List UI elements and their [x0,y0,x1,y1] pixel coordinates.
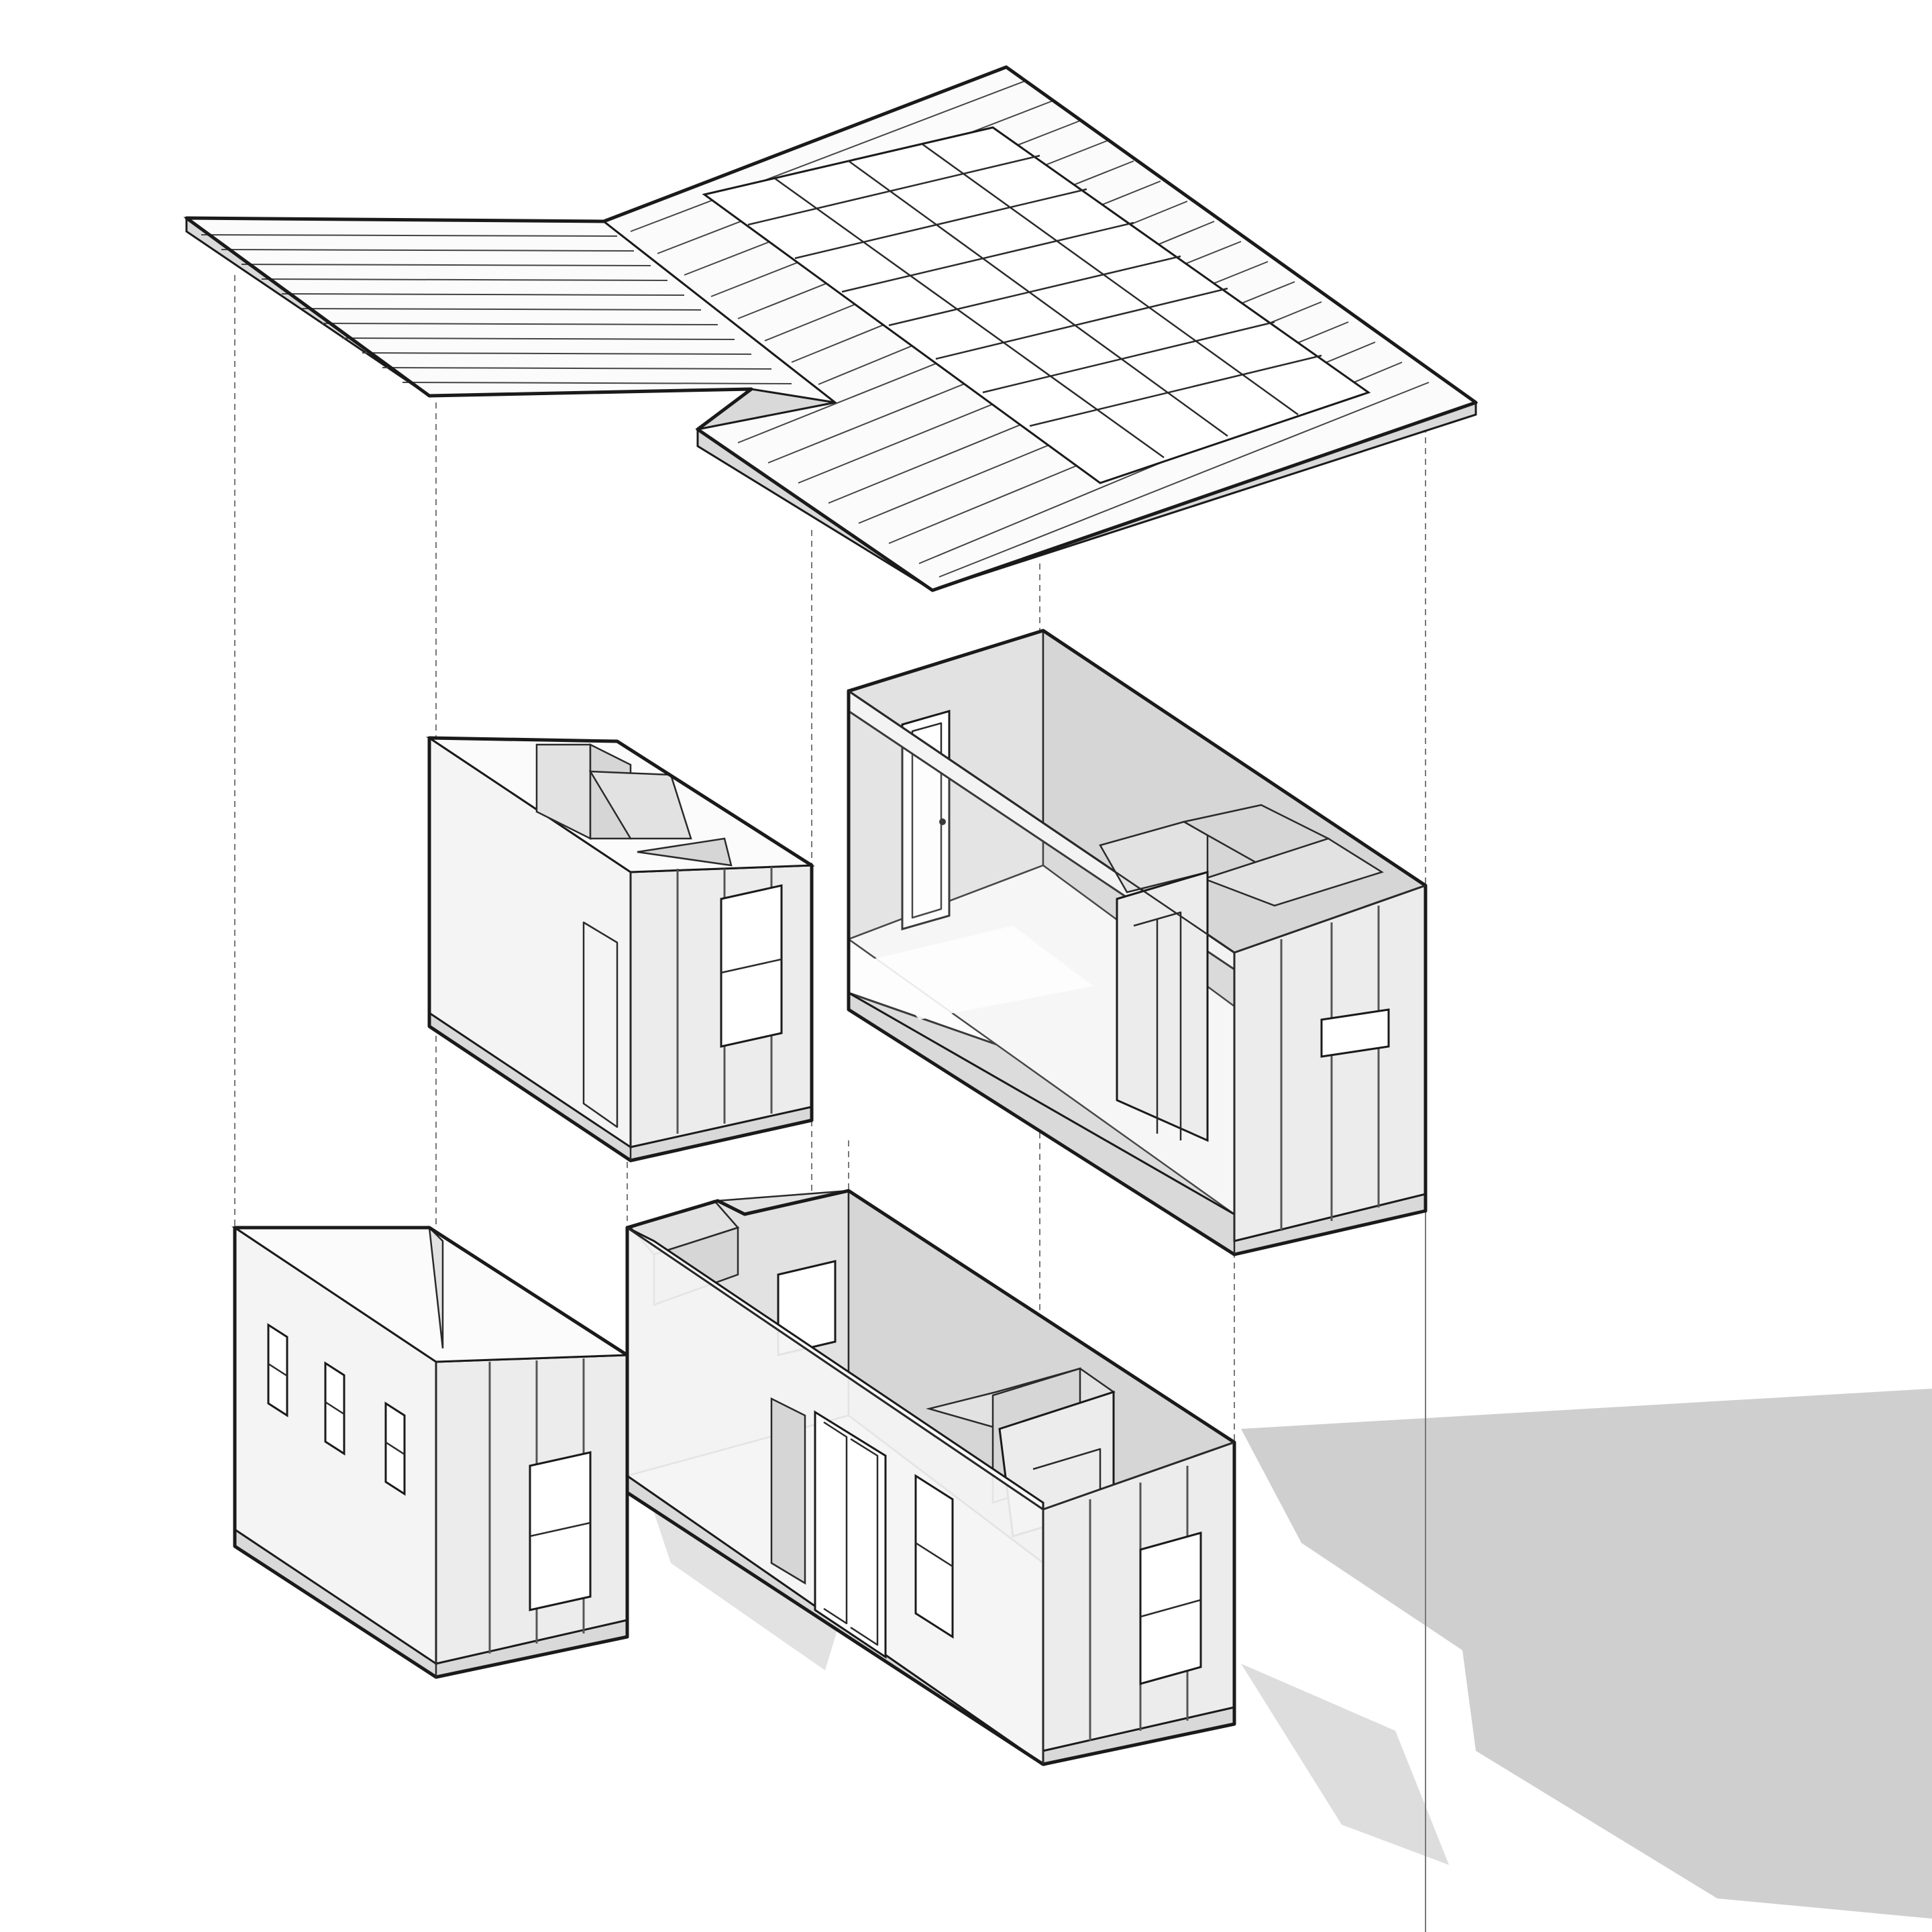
solar-panel-array [702,126,1371,484]
lower-module-left [231,1225,631,1679]
roof [183,65,1479,592]
upper-module-right [847,629,1428,1256]
lower-module-right [625,1189,1236,1766]
lower-left-window [529,1451,592,1611]
sliding-door [814,1410,887,1659]
upper-right-window [1320,1008,1390,1058]
upper-module-left [425,736,815,1163]
roof-seams-left [201,234,792,384]
double-hung-windows [267,1323,406,1496]
double-hung-window [914,1474,954,1639]
